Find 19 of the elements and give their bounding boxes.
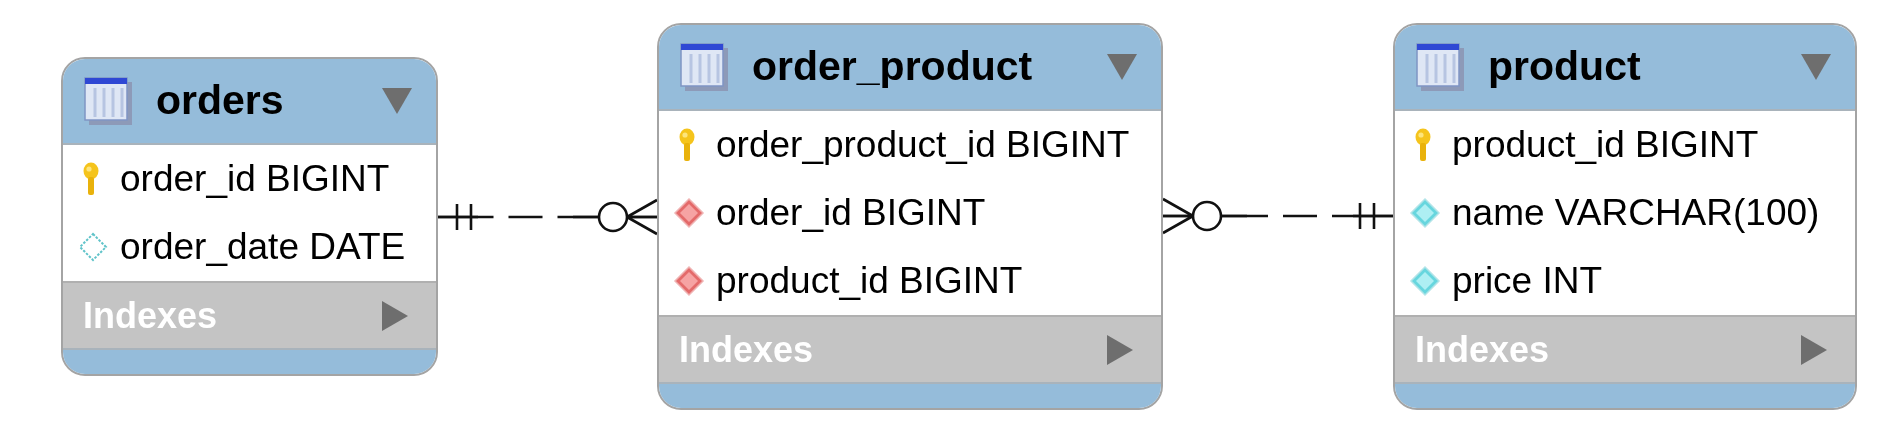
relationship-line	[1161, 197, 1395, 235]
relationship-line	[436, 198, 659, 236]
column-name: order_product_id BIGINT	[716, 123, 1130, 167]
column-name: order_date DATE	[120, 225, 406, 269]
table-name: order_product	[752, 43, 1033, 91]
section-label: Indexes	[679, 328, 814, 371]
section-label: Indexes	[1415, 328, 1550, 371]
table-card	[61, 57, 438, 376]
table-card	[657, 23, 1163, 410]
table-name: product	[1488, 43, 1641, 91]
column-name: product_id BIGINT	[716, 259, 1023, 303]
column-name: product_id BIGINT	[1452, 123, 1759, 167]
column-name: name VARCHAR(100)	[1452, 191, 1820, 235]
column-name: price INT	[1452, 259, 1603, 303]
table-name: orders	[156, 77, 284, 125]
section-label: Indexes	[83, 294, 218, 337]
table-card	[1393, 23, 1857, 410]
column-name: order_id BIGINT	[716, 191, 986, 235]
column-name: order_id BIGINT	[120, 157, 390, 201]
